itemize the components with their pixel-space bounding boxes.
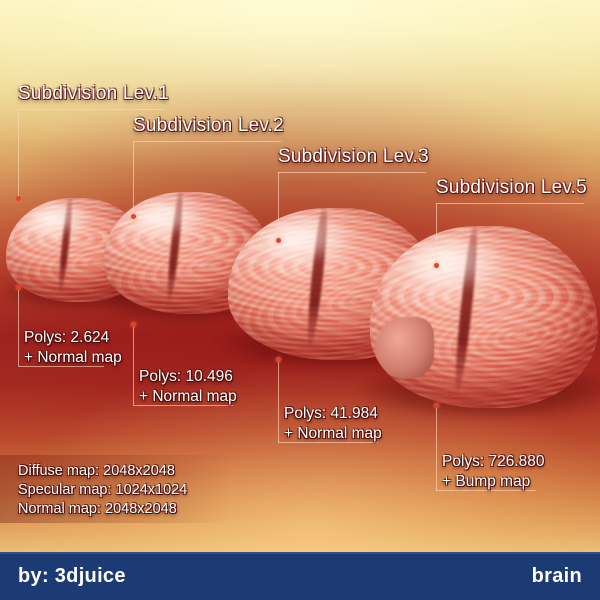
poly-leader-dot-1 (16, 285, 21, 290)
texture-map-specular: Specular map: 1024x1024 (18, 482, 188, 498)
texture-map-info-panel (0, 455, 232, 523)
leader-dot-lev1 (16, 196, 21, 201)
poly-count-2: Polys: 10.496 (139, 368, 233, 385)
poly-leader-line-3 (278, 360, 279, 442)
label-underline-lev3 (278, 172, 426, 173)
brain-specular-highlight (31, 206, 90, 236)
brain-specular-highlight (411, 240, 507, 292)
poly-count-4: Polys: 726.880 (442, 453, 545, 470)
leader-dot-lev2 (131, 214, 136, 219)
brain-specular-highlight (134, 201, 205, 236)
poly-underline-3 (278, 442, 378, 443)
poly-map-3: + Normal map (284, 425, 382, 442)
footer-author: by: 3djuice (18, 564, 126, 587)
label-subdivision-lev2: Subdivision Lev.2 (133, 115, 284, 136)
footer-banner: by: 3djuice brain (0, 552, 600, 600)
label-underline-lev1 (18, 109, 166, 110)
poly-leader-line-2 (133, 325, 134, 405)
poly-map-2: + Normal map (139, 388, 237, 405)
footer-top-edge (0, 552, 600, 554)
poly-map-4: + Bump map (442, 473, 531, 490)
texture-map-normal: Normal map: 2048x2048 (18, 501, 177, 517)
label-underline-lev2 (133, 141, 281, 142)
poly-leader-dot-4 (434, 403, 439, 408)
leader-line-lev2 (133, 141, 134, 216)
brain-surface (370, 226, 598, 408)
poly-count-1: Polys: 2.624 (24, 329, 110, 346)
leader-line-lev3 (278, 172, 279, 240)
poly-map-1: + Normal map (24, 349, 122, 366)
poly-leader-line-1 (18, 288, 19, 366)
leader-line-lev5 (436, 203, 437, 265)
leader-dot-lev5 (434, 263, 439, 268)
brain-cerebellum (374, 317, 434, 379)
poly-leader-line-4 (436, 406, 437, 490)
poly-underline-1 (18, 366, 104, 367)
poly-leader-dot-3 (276, 357, 281, 362)
poly-underline-2 (133, 405, 233, 406)
poly-leader-dot-2 (131, 322, 136, 327)
texture-map-diffuse: Diffuse map: 2048x2048 (18, 463, 175, 479)
label-underline-lev5 (436, 203, 584, 204)
brain-model-lod5 (360, 226, 600, 419)
label-subdivision-lev5: Subdivision Lev.5 (436, 177, 587, 198)
leader-dot-lev3 (276, 238, 281, 243)
leader-line-lev1 (18, 109, 19, 198)
footer-title: brain (531, 564, 582, 587)
label-subdivision-lev3: Subdivision Lev.3 (278, 146, 429, 167)
poly-count-3: Polys: 41.984 (284, 405, 378, 422)
label-subdivision-lev1: Subdivision Lev.1 (18, 83, 169, 104)
poly-underline-4 (436, 490, 536, 491)
